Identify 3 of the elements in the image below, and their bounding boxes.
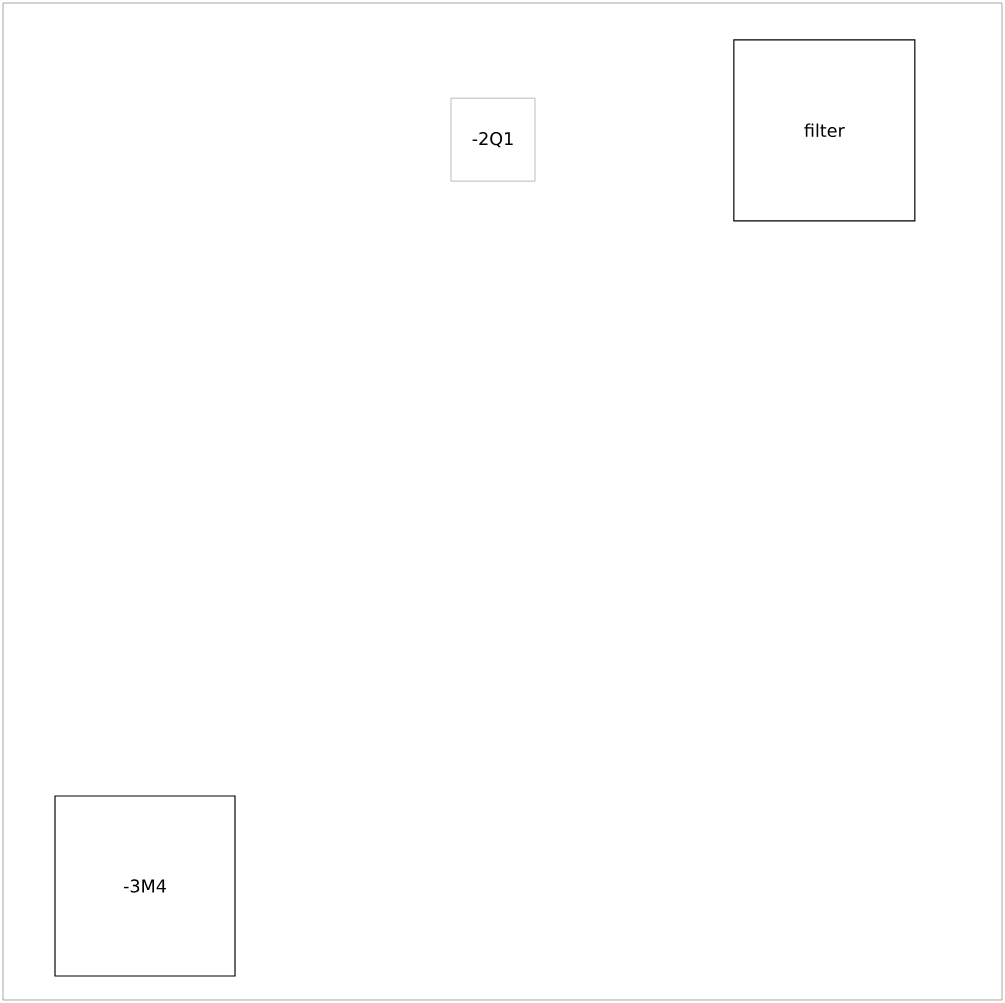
component-box: filter	[733, 39, 916, 222]
component-box: -3M4	[54, 795, 236, 977]
component-box: -2Q1	[450, 97, 536, 182]
